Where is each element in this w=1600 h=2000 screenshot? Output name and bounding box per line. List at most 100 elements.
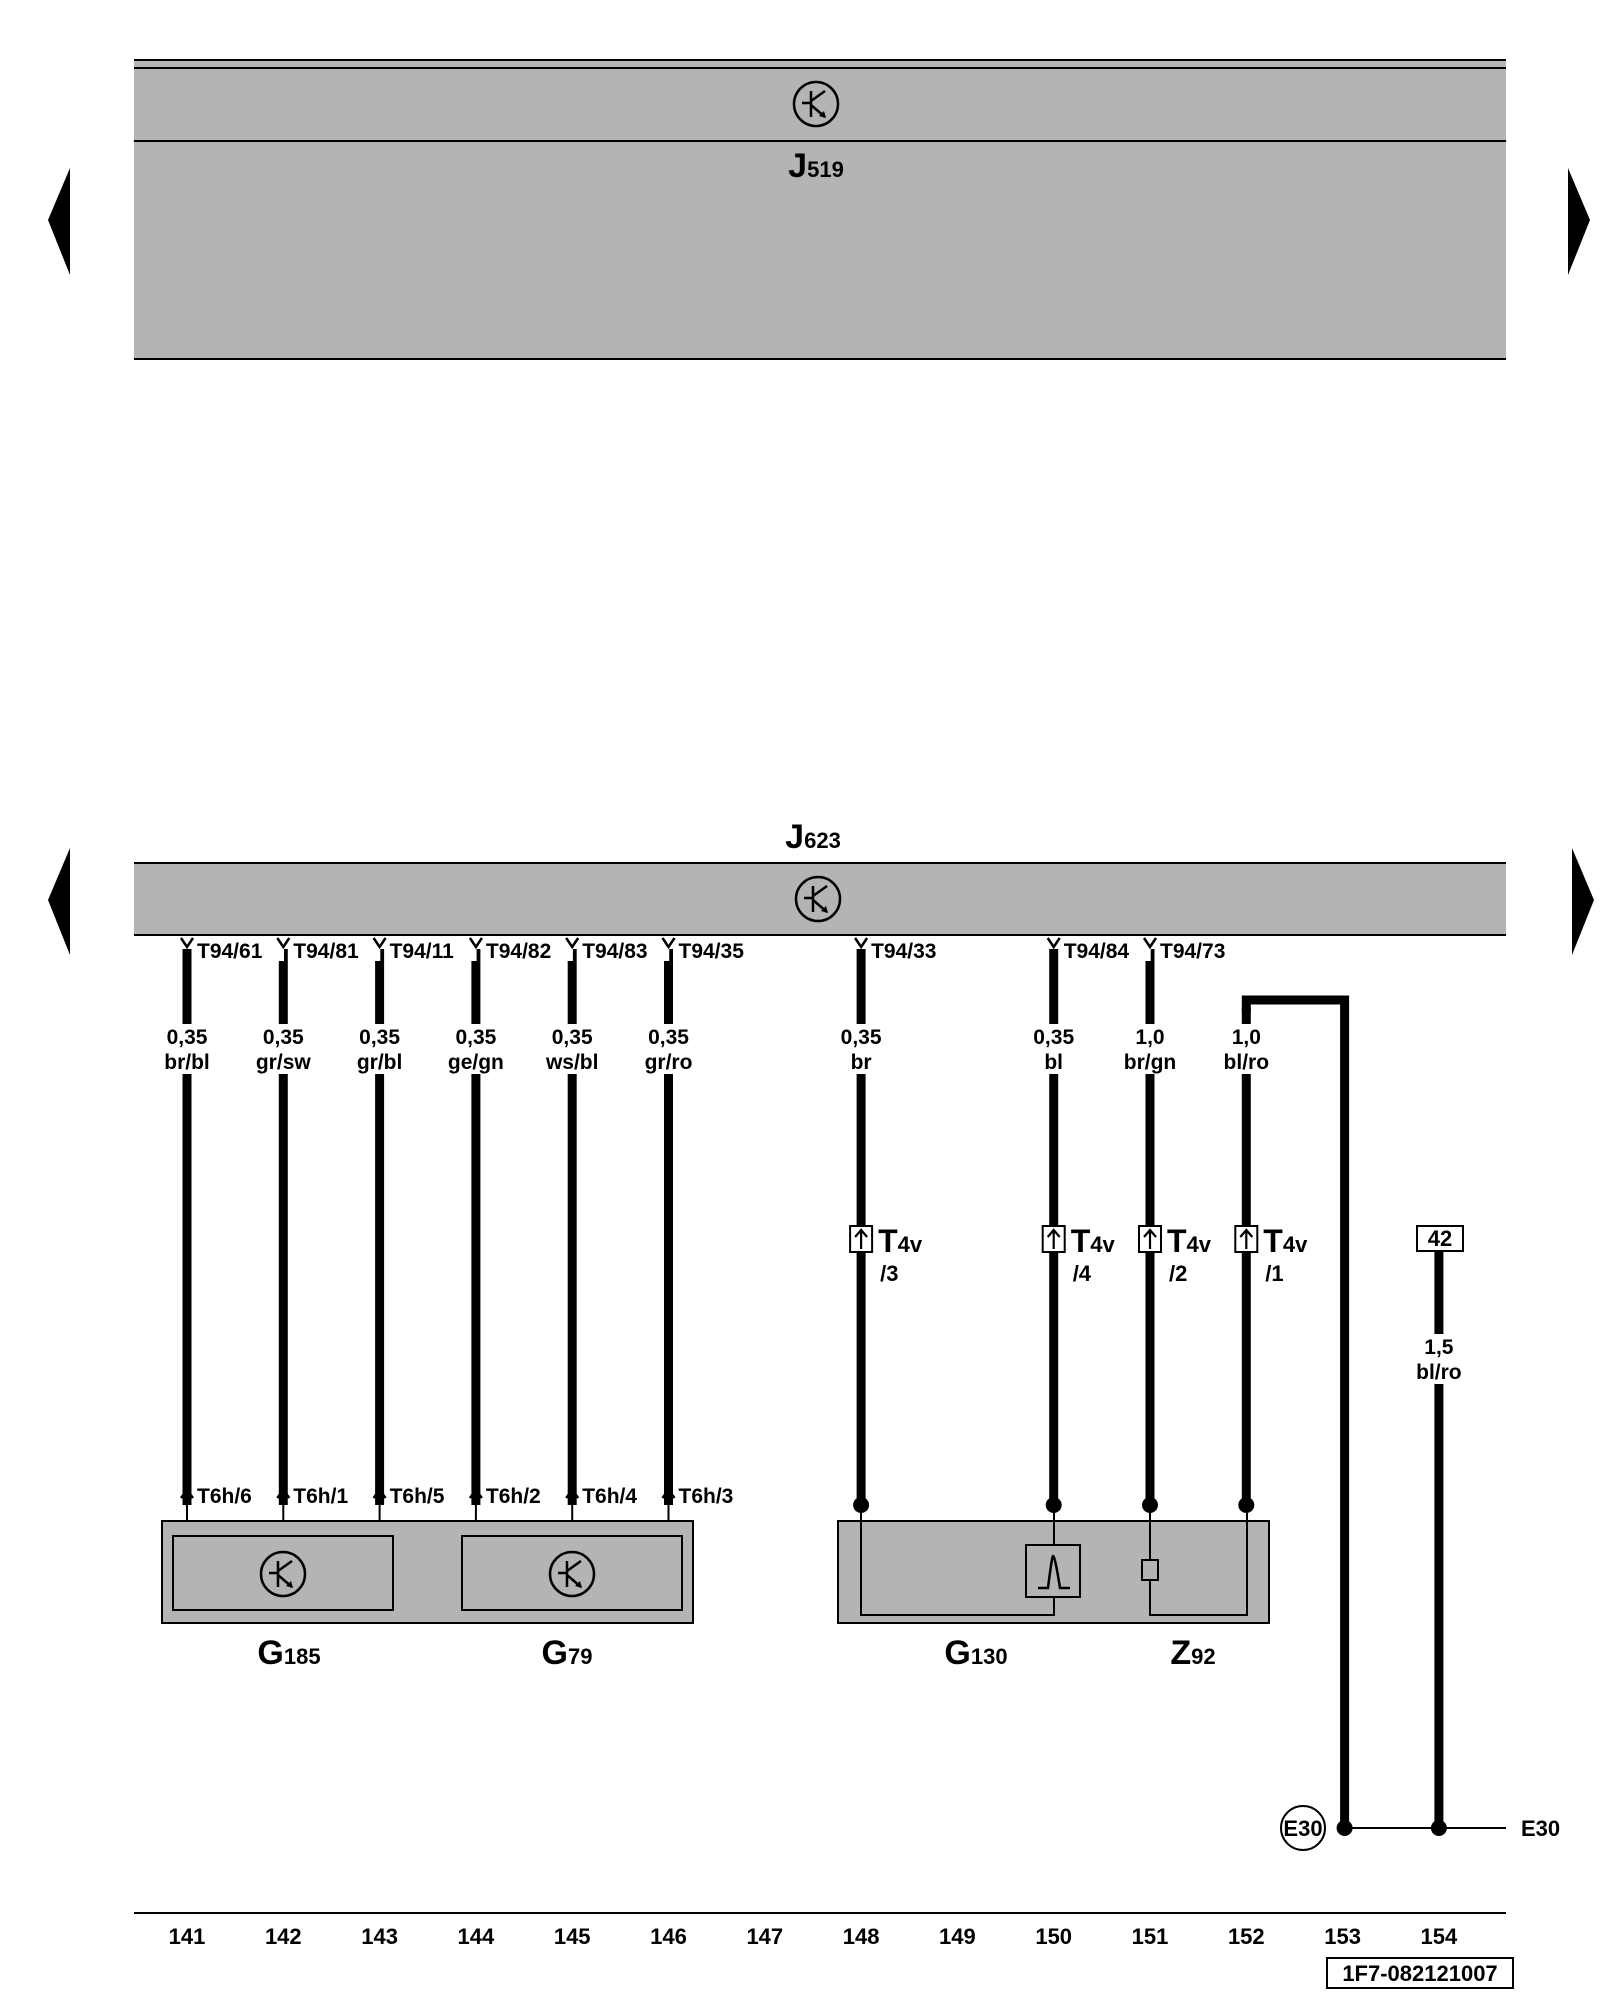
label-background [388,937,477,961]
pin-arrow-icon [372,937,387,950]
pin-label-t94-83: T94/83 [582,940,647,963]
wire-size-label: 0,35 [841,1026,882,1049]
label-background [1159,937,1247,961]
pin-arrow-icon [179,937,195,950]
pin-label-t94-84: T94/84 [1064,940,1130,963]
junction-dot [853,1497,870,1513]
label-background [870,937,959,961]
wire-color-label: bl [1044,1051,1063,1074]
pin-label-t6h-4: T6h/4 [582,1485,637,1508]
connector-label-t4v: T4v [1071,1223,1116,1259]
next-page-arrow-main[interactable] [1572,848,1594,955]
wire-color-label: gr/bl [357,1051,403,1074]
wire-size-label: 1,5 [1424,1336,1454,1359]
connector-label-t4v: T4v [1263,1223,1308,1259]
label-background [343,1024,416,1074]
connector-label-t4v: T4v [878,1223,923,1259]
grid-number: 150 [1035,1924,1072,1949]
component-label-g185: G185 [257,1634,320,1672]
control-unit-symbol-icon [792,80,840,128]
label-background [580,1482,663,1506]
grid-number: 151 [1132,1924,1169,1949]
connector-arrow-icon [1046,1228,1061,1249]
top-control-unit: J519 [134,59,1506,360]
pin-arrow-icon [854,937,869,950]
sensor-module-housing [161,1520,694,1624]
pin-label-t94-61: T94/61 [197,940,263,963]
label-background [1067,1219,1124,1285]
label-background [483,1482,566,1506]
wire-size-label: 0,35 [167,1026,208,1049]
wire-size-label: 1,0 [1135,1026,1164,1049]
component-label-g130: G130 [944,1634,1007,1672]
label-background [1210,1024,1283,1074]
label-background [247,1024,320,1074]
label-background [439,1024,512,1074]
connector-arrow-icon [1143,1228,1157,1249]
wire-size-label: 0,35 [648,1026,689,1049]
connector-arrow-icon [854,1228,868,1249]
junction-dot [1238,1497,1255,1513]
label-background [1114,1024,1186,1074]
ground-wire[interactable] [1241,995,1350,1828]
ground-circle-label: E30 [1283,1816,1322,1841]
wire-size-label: 0,35 [359,1026,400,1049]
pin-arrow-icon [180,1487,194,1499]
pin-arrow-icon [276,937,291,950]
connector-pin-label: /2 [1169,1261,1187,1286]
pin-arrow-icon [468,937,483,950]
wire-color-label: br/bl [164,1051,210,1074]
label-background [292,937,381,961]
lambda-sensor-icon [1038,1554,1070,1590]
pin-arrow-icon [468,1487,483,1499]
pin-label-t6h-1: T6h/1 [293,1485,348,1508]
grid-number: 141 [169,1924,206,1949]
connector-arrow-icon [1239,1228,1254,1249]
component-label-g79: G79 [542,1634,593,1672]
label-background [195,1482,277,1506]
next-page-arrow-top[interactable] [1568,168,1590,275]
wire-size-label: 1,0 [1232,1026,1261,1049]
label-background [151,1024,223,1074]
pin-label-t94-11: T94/11 [390,940,455,963]
grid-number: 149 [939,1924,976,1949]
pin-label-t6h-5: T6h/5 [390,1485,445,1508]
wire-color-label: br/gn [1124,1051,1177,1074]
prev-page-arrow-top[interactable] [48,168,70,275]
pin-arrow-icon [1046,937,1061,950]
pin-label-t94-35: T94/35 [679,940,745,963]
connector-pin-label: /1 [1265,1261,1283,1286]
control-unit-symbol-icon [794,875,842,923]
reference-box-42 [1416,1225,1464,1252]
grid-number: 152 [1228,1924,1265,1949]
connector-pin-label: /3 [880,1261,898,1286]
wire-size-label: 0,35 [455,1026,496,1049]
wire-size-label: 0,35 [263,1026,304,1049]
document-code: 1F7-082121007 [1342,1961,1497,1986]
label-background [1017,1024,1090,1074]
junction-dot [1045,1497,1062,1513]
prev-page-arrow-main[interactable] [48,848,70,955]
label-background [1062,937,1151,961]
lambda-probe-module [837,1508,1270,1624]
label-background [677,937,766,961]
wire-size-label: 0,35 [552,1026,593,1049]
ground-line-label: E30 [1521,1816,1560,1841]
connector-pin-label: /4 [1073,1261,1092,1286]
sensor-symbol-icon [259,1550,307,1598]
junction-dot [1142,1497,1158,1513]
grid-number: 145 [554,1924,591,1949]
grid-number: 147 [746,1924,783,1949]
component-label-z92: Z92 [1170,1634,1215,1672]
grid-number: 142 [265,1924,302,1949]
wire-color-label: bl/ro [1416,1361,1462,1384]
label-background [196,937,284,961]
pin-label-t94-82: T94/82 [486,940,551,963]
wires-layer: 0,35br/bl0,35gr/sw0,35gr/bl0,35ge/gn0,35… [151,937,1475,1836]
pin-arrow-icon [661,937,676,950]
label-background [676,1482,759,1506]
label-background [825,1024,898,1074]
label-background [484,937,573,961]
